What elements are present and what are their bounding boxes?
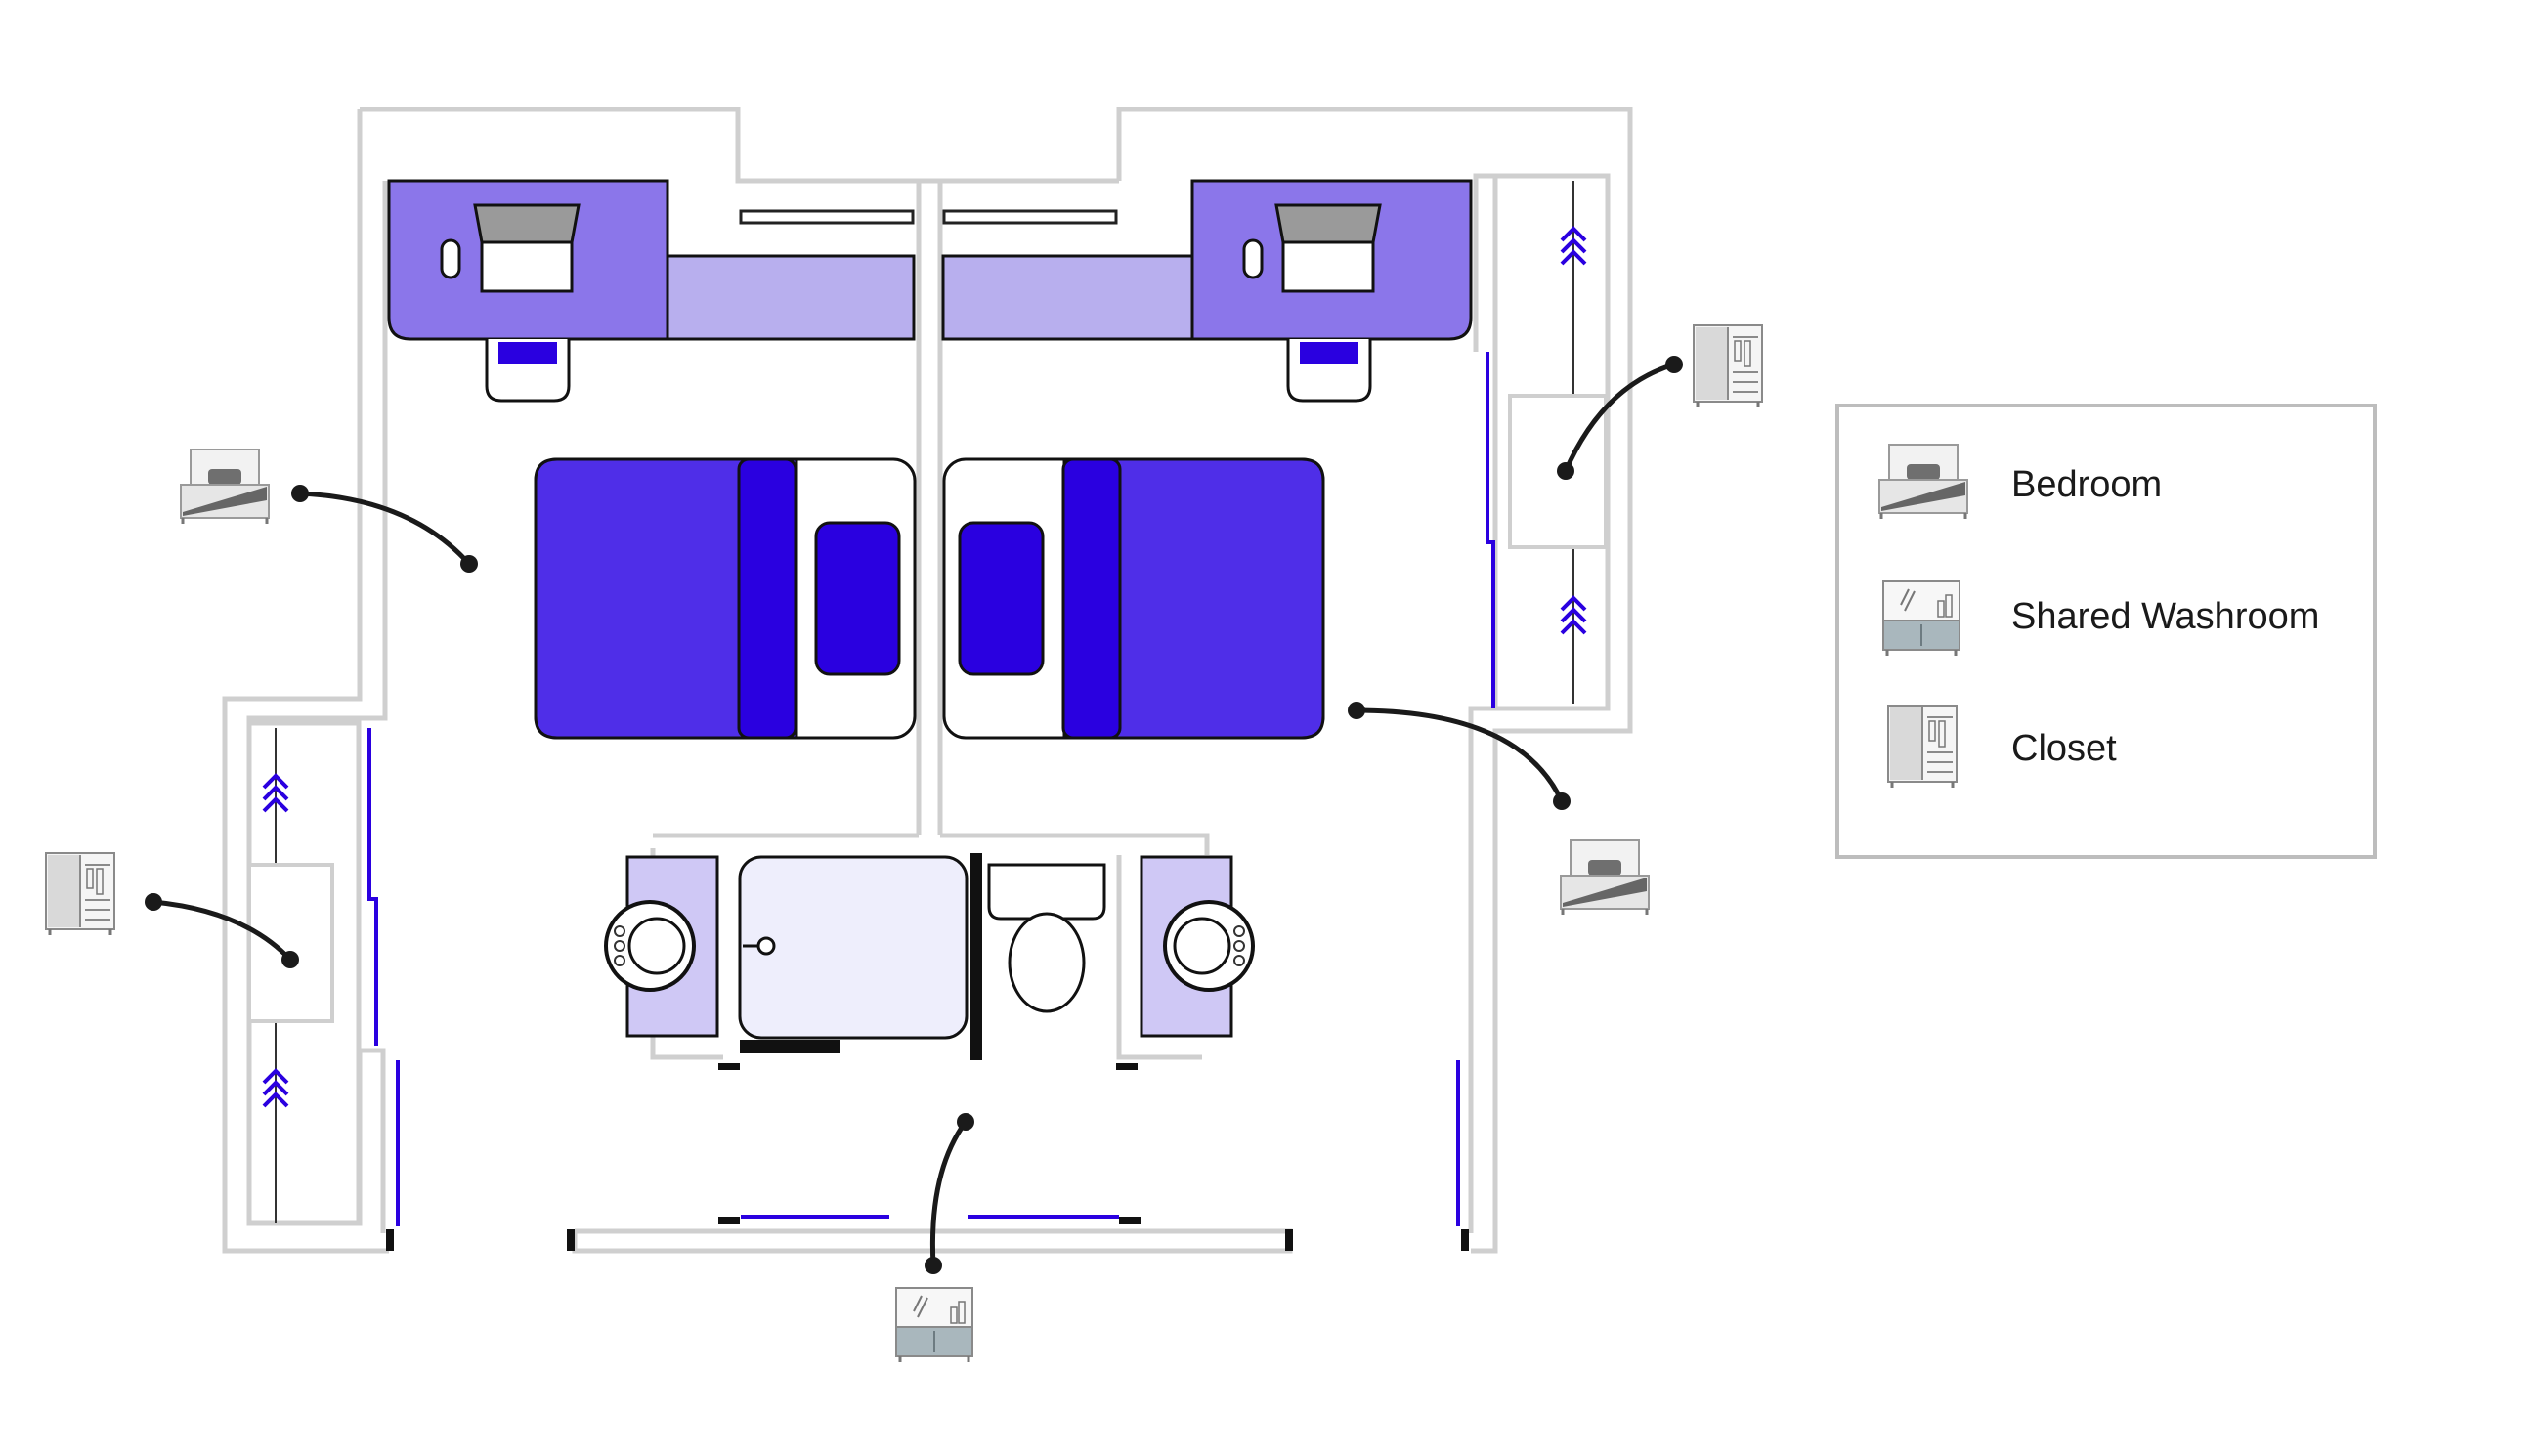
callout-closet-left bbox=[44, 851, 299, 968]
door-jambs bbox=[386, 1063, 1469, 1251]
bed-icon bbox=[179, 448, 271, 526]
legend-label-bedroom: Bedroom bbox=[2011, 464, 2162, 505]
desk-right bbox=[941, 179, 1473, 403]
legend-label-shared-washroom: Shared Washroom bbox=[2011, 596, 2319, 637]
legend: Bedroom Shared Washroom Closet bbox=[1835, 404, 2377, 859]
washroom-icon bbox=[894, 1286, 974, 1364]
bed-right bbox=[942, 457, 1325, 740]
callout-bedroom-right bbox=[1348, 702, 1651, 917]
bed-left bbox=[534, 457, 917, 740]
windows bbox=[739, 209, 1118, 225]
callout-bedroom-left bbox=[179, 448, 478, 573]
closet-icon bbox=[1886, 704, 1959, 790]
closet-right bbox=[1486, 173, 1611, 711]
closet-left bbox=[246, 720, 400, 1226]
sliding-doors bbox=[741, 1060, 1460, 1226]
callout-closet-right bbox=[1557, 323, 1764, 480]
closet-icon bbox=[44, 851, 116, 937]
bed-icon bbox=[1559, 838, 1651, 917]
washroom-icon bbox=[1881, 579, 1961, 658]
closet-icon bbox=[1692, 323, 1764, 409]
callout-washroom bbox=[894, 1113, 974, 1364]
bed-icon bbox=[1877, 443, 1969, 521]
bathroom bbox=[604, 853, 1255, 1060]
legend-label-closet: Closet bbox=[2011, 728, 2117, 769]
desk-left bbox=[387, 179, 916, 403]
